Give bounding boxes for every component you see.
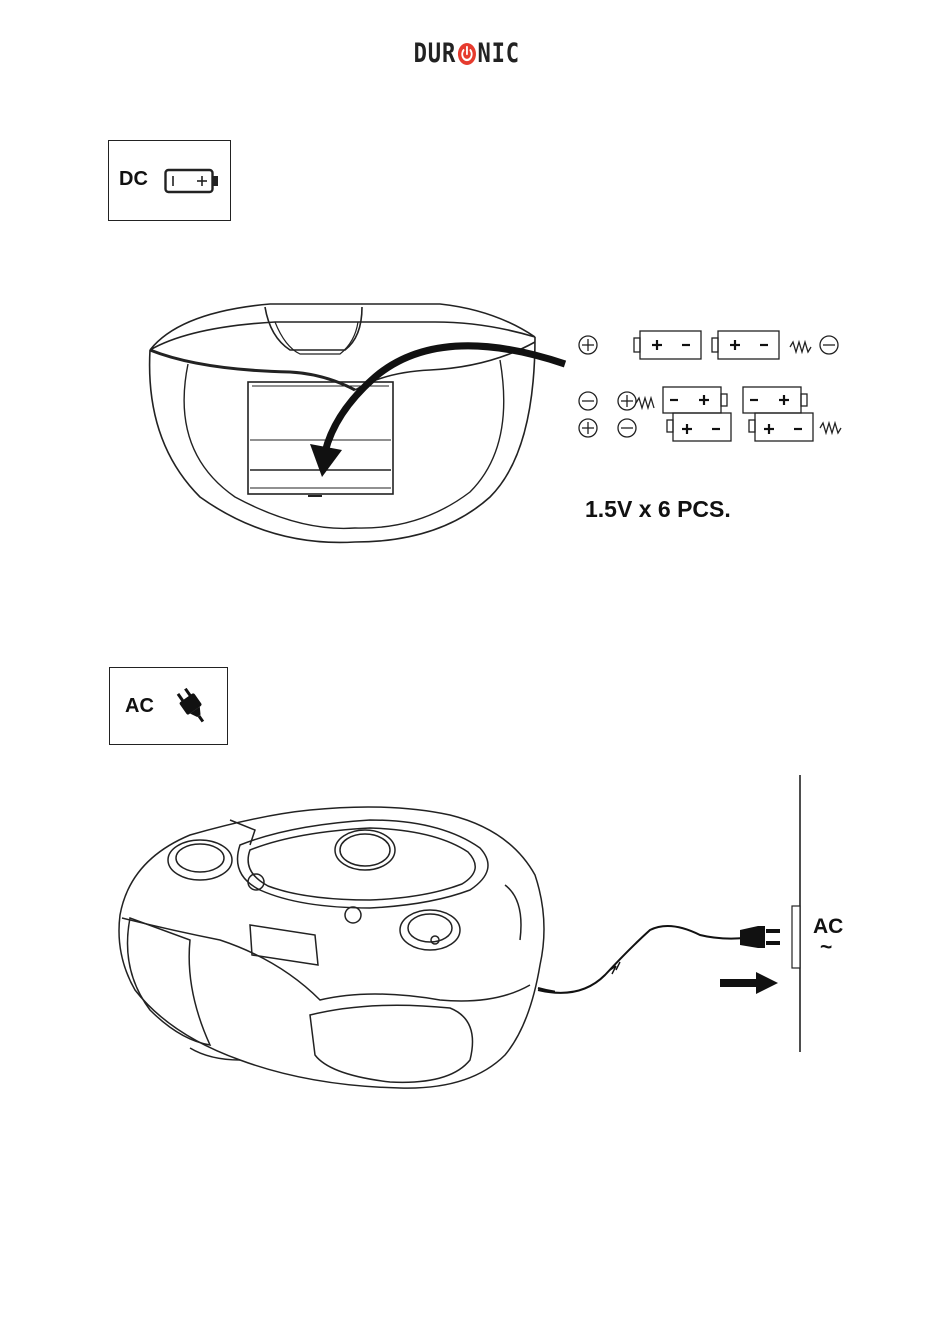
battery-icon <box>164 167 220 200</box>
battery-orientation-diagram <box>572 325 847 450</box>
ac-label: AC <box>125 695 154 718</box>
brand-logo: DUR NIC <box>0 38 933 69</box>
boombox-ac-illustration <box>110 790 555 1100</box>
plug-icon <box>172 686 212 731</box>
dc-mode-box: DC <box>108 140 231 221</box>
wall-ac-symbol: ~ <box>820 936 832 960</box>
wall-socket-illustration <box>530 770 850 1060</box>
brand-text-left: DUR <box>413 38 455 69</box>
dc-label: DC <box>119 168 148 191</box>
brand-wordmark: DUR NIC <box>413 38 519 69</box>
battery-quantity-text: 1.5V x 6 PCS. <box>585 496 731 523</box>
boombox-top-view-illustration <box>140 292 570 552</box>
ac-mode-box: AC <box>109 667 228 745</box>
power-icon <box>457 42 477 66</box>
brand-text-right: NIC <box>477 38 519 69</box>
